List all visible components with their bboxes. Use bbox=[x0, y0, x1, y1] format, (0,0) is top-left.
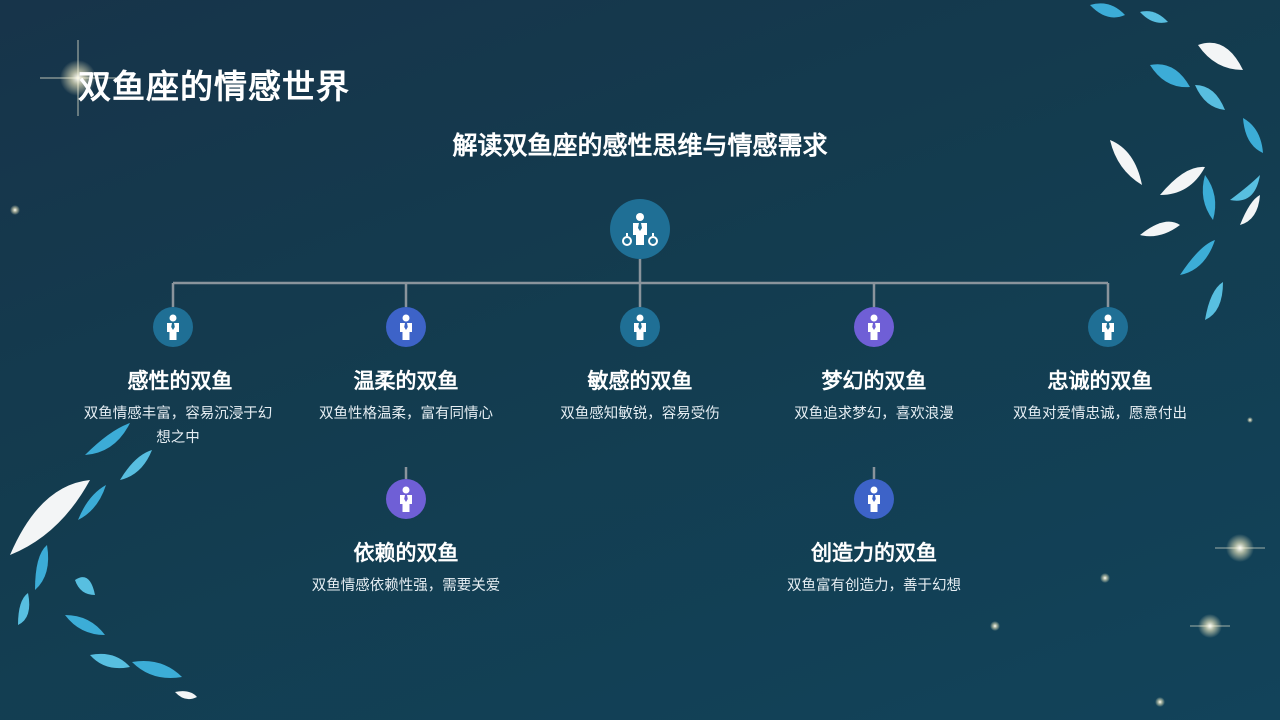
node-title-3: 敏感的双鱼 bbox=[587, 369, 693, 393]
sub-node-desc-2: 双鱼富有创造力，善于幻想 bbox=[787, 578, 961, 594]
root-node-icon bbox=[610, 199, 670, 259]
person-icon bbox=[400, 314, 412, 340]
person-icon bbox=[634, 314, 646, 340]
sub-node-icon-2 bbox=[854, 479, 894, 519]
node-icon-3 bbox=[620, 307, 660, 347]
node-title-5: 忠诚的双鱼 bbox=[1047, 369, 1153, 393]
node-icon-2 bbox=[386, 307, 426, 347]
node-desc-4: 双鱼追求梦幻，喜欢浪漫 bbox=[794, 406, 954, 422]
page-subtitle: 解读双鱼座的感性思维与情感需求 bbox=[452, 131, 828, 160]
person-icon bbox=[400, 486, 412, 512]
sub-node-icon-1 bbox=[386, 479, 426, 519]
node-desc-1: 双鱼情感丰富，容易沉浸于幻想之中 bbox=[83, 406, 273, 446]
person-icon bbox=[167, 314, 179, 340]
sub-node-title-1: 依赖的双鱼 bbox=[353, 541, 459, 565]
node-desc-5: 双鱼对爱情忠诚，愿意付出 bbox=[1013, 406, 1187, 422]
node-desc-2: 双鱼性格温柔，富有同情心 bbox=[319, 406, 493, 422]
node-desc-3: 双鱼感知敏锐，容易受伤 bbox=[560, 406, 720, 422]
sub-node-desc-1: 双鱼情感依赖性强，需要关爱 bbox=[311, 578, 501, 594]
node-title-1: 感性的双鱼 bbox=[127, 369, 233, 393]
person-icon bbox=[1102, 314, 1114, 340]
node-title-4: 梦幻的双鱼 bbox=[821, 369, 927, 393]
node-icon-4 bbox=[854, 307, 894, 347]
node-icon-5 bbox=[1088, 307, 1128, 347]
person-with-gears-icon bbox=[622, 213, 658, 246]
page-title: 双鱼座的情感世界 bbox=[78, 67, 350, 106]
person-icon bbox=[868, 486, 880, 512]
sub-node-title-2: 创造力的双鱼 bbox=[811, 541, 937, 565]
node-icon-1 bbox=[153, 307, 193, 347]
person-icon bbox=[868, 314, 880, 340]
node-title-2: 温柔的双鱼 bbox=[353, 369, 459, 393]
